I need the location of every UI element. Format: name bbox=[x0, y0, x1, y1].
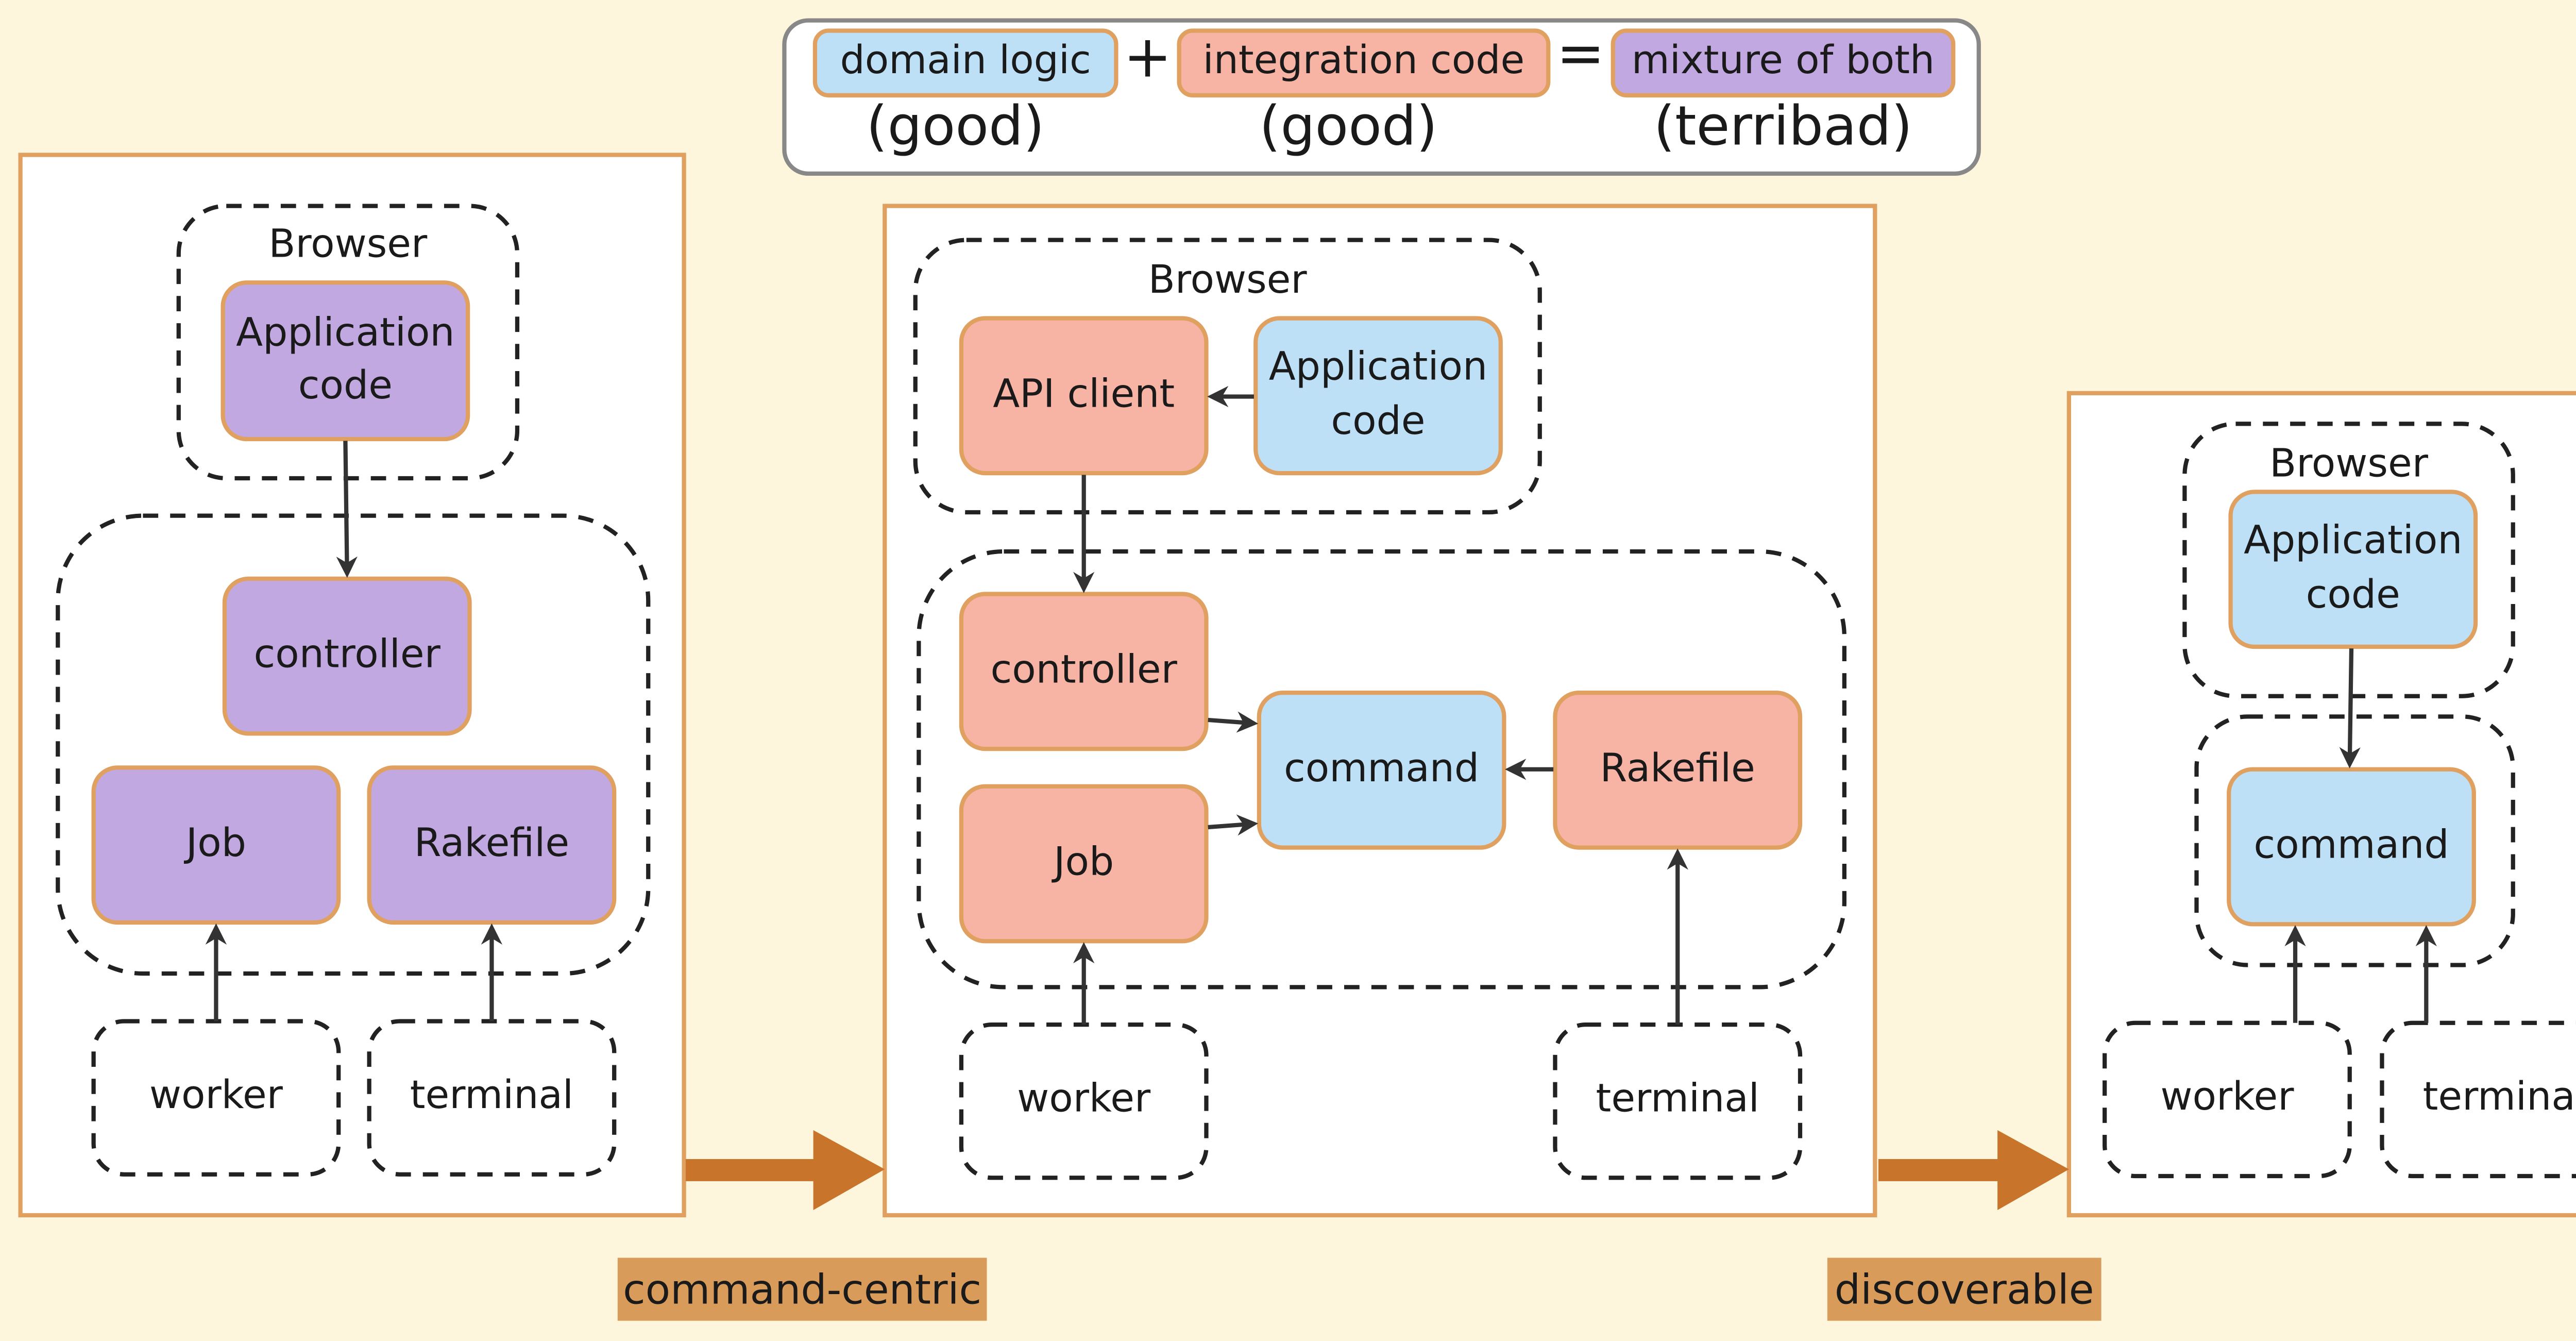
panel-2-controller-label: controller bbox=[990, 648, 1177, 693]
panel-2-rakefile-label: Rakefile bbox=[1600, 747, 1755, 792]
legend-mixture-swatch bbox=[1611, 28, 1956, 98]
panel-3-browser-label: Browser bbox=[2269, 443, 2428, 488]
legend-integration-swatch bbox=[1177, 28, 1551, 98]
panel-2-app-code-box bbox=[1253, 316, 1503, 476]
panel-3-arrow-app-to-command bbox=[2339, 648, 2361, 769]
panel-3-worker-box bbox=[2103, 1020, 2352, 1179]
panel-3-server-group bbox=[2194, 714, 2515, 967]
panel-3-command-box bbox=[2227, 767, 2476, 927]
legend-domain-label: domain logic bbox=[840, 40, 1091, 85]
panel-3-terminal-box bbox=[2380, 1020, 2576, 1179]
transition-arrow-1 bbox=[685, 1130, 885, 1211]
legend-plus-sign: + bbox=[1123, 24, 1172, 92]
transition-tag-1: command-centric bbox=[617, 1258, 987, 1321]
panel-3-browser-group bbox=[2182, 422, 2515, 698]
panel-2-server-group bbox=[917, 549, 1847, 990]
legend-integration-label: integration code bbox=[1202, 40, 1525, 85]
panel-1-arrow-app-to-controller bbox=[336, 441, 358, 578]
legend-integration-note: (good) bbox=[1259, 94, 1438, 159]
panel-3-worker-label: worker bbox=[2160, 1076, 2294, 1121]
panel-1-browser-label: Browser bbox=[268, 224, 428, 269]
panel-1-rakefile-label: Rakefile bbox=[414, 822, 570, 866]
panel-2-arrow-controller-to-command bbox=[1208, 711, 1259, 733]
panel-1-rakefile-box bbox=[367, 765, 617, 925]
panel-2-app-code-label: Application code bbox=[1268, 346, 1488, 444]
panel-2-job-label: Job bbox=[1054, 841, 1114, 885]
panel-1-controller-box bbox=[222, 576, 472, 736]
transition-tag-2: discoverable bbox=[1827, 1258, 2102, 1321]
panel-3-app-code-label: Application code bbox=[2244, 519, 2463, 617]
panel-1-server-group bbox=[56, 513, 651, 976]
panel-2-terminal-label: terminal bbox=[1596, 1078, 1759, 1122]
legend-mixture-note: (terribad) bbox=[1653, 94, 1913, 159]
panel-2-controller-box bbox=[959, 592, 1209, 751]
panel-3-app-code-box bbox=[2228, 490, 2478, 649]
panel-2-rakefile-box bbox=[1553, 690, 1803, 850]
panel-1-job-label: Job bbox=[185, 822, 246, 866]
panel-2-job-box bbox=[959, 784, 1209, 944]
panel-2-browser-label: Browser bbox=[1148, 259, 1307, 304]
panel-2-arrow-job-to-command bbox=[1208, 814, 1259, 836]
panel-1-worker-label: worker bbox=[149, 1075, 283, 1119]
panel-1-controller-label: controller bbox=[253, 633, 440, 678]
panel-2-command-box bbox=[1257, 690, 1506, 850]
panel-3-terminal-label: terminal bbox=[2422, 1076, 2576, 1121]
panel-2-worker-label: worker bbox=[1017, 1078, 1151, 1122]
panel-1-terminal-label: terminal bbox=[410, 1075, 574, 1119]
panel-2-api-client-box bbox=[959, 316, 1209, 476]
legend-domain-note: (good) bbox=[866, 94, 1045, 159]
panel-2-browser-group bbox=[913, 238, 1542, 515]
legend-domain-swatch bbox=[812, 28, 1118, 98]
legend-mixture-label: mixture of both bbox=[1631, 40, 1935, 85]
panel-1-app-code-box bbox=[221, 280, 470, 442]
panel-1-job-box bbox=[91, 765, 341, 925]
panel-2-api-client-label: API client bbox=[993, 373, 1175, 417]
panel-3-command-label: command bbox=[2253, 824, 2449, 868]
legend-equals-sign: = bbox=[1556, 20, 1605, 89]
panel-1-app-code-label: Application code bbox=[236, 311, 455, 409]
panel-2-command-label: command bbox=[1284, 747, 1480, 792]
transition-arrow-2 bbox=[1878, 1130, 2069, 1211]
